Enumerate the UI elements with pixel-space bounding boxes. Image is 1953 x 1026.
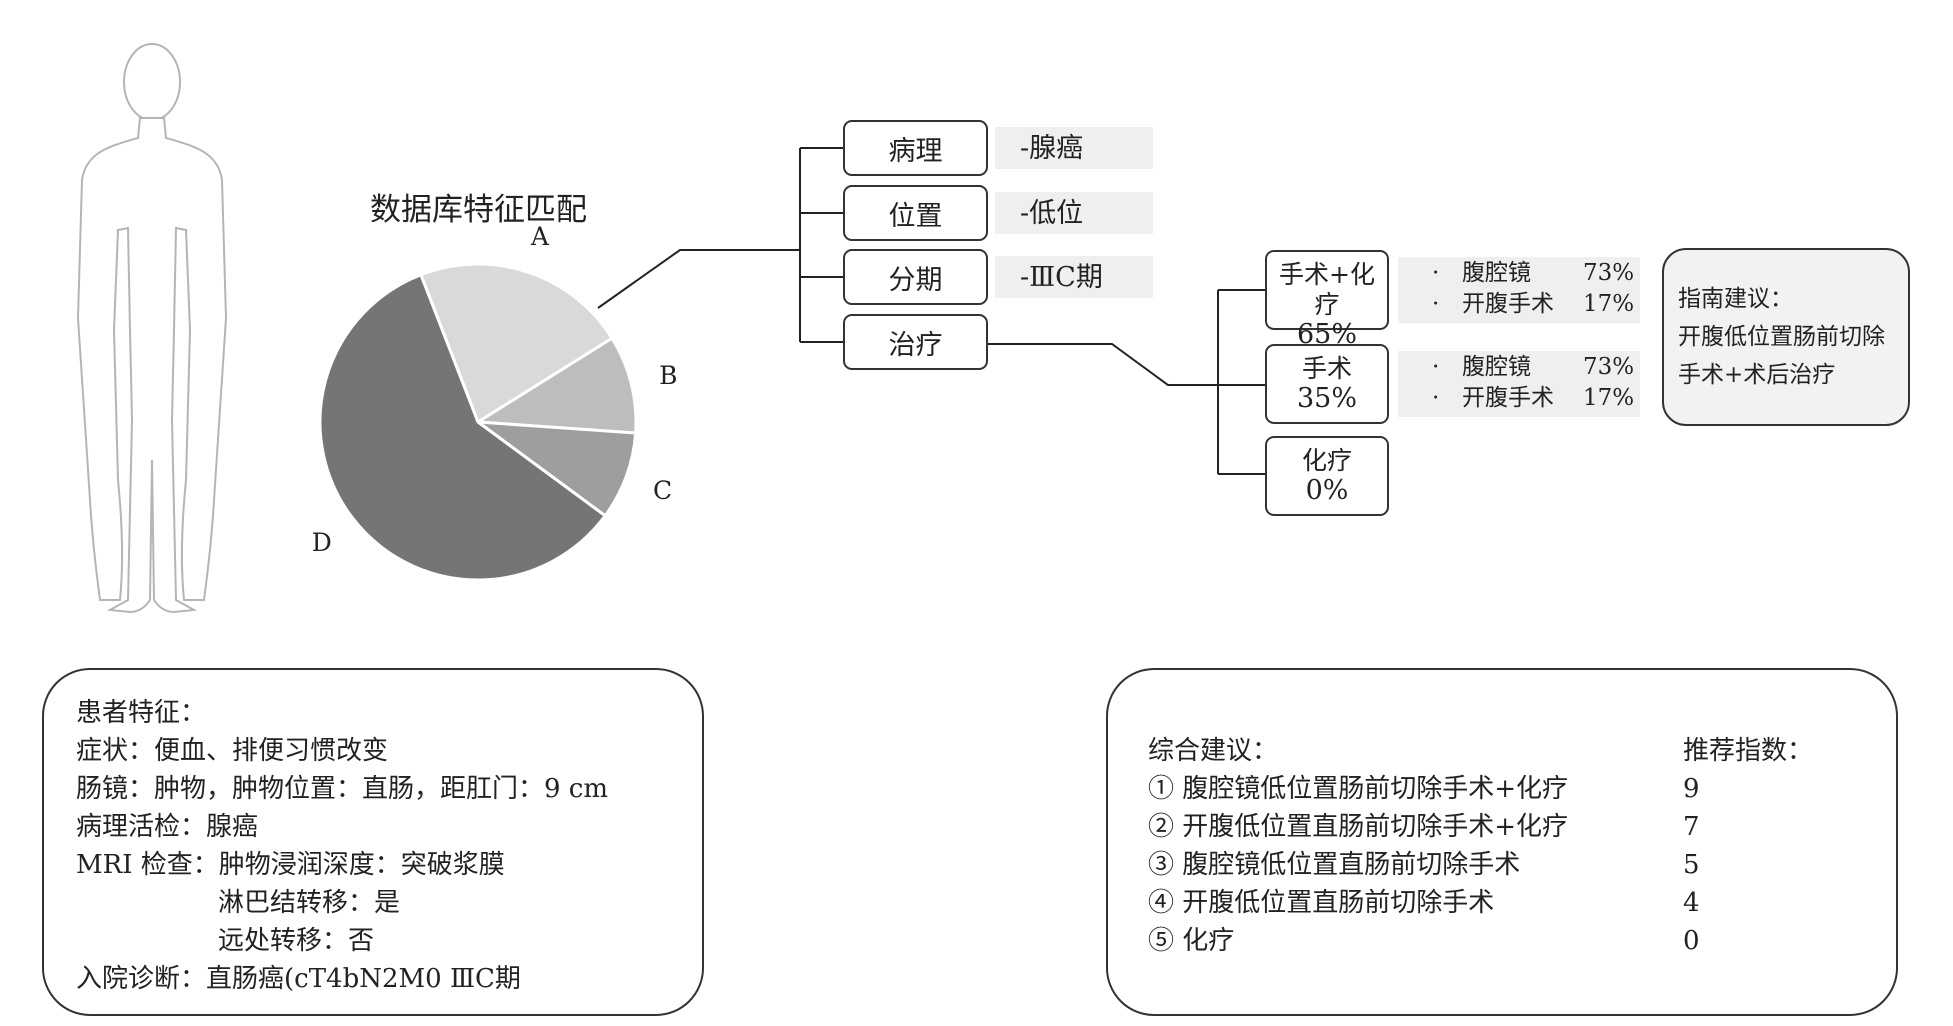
recommendation-title: 综合建议： bbox=[1148, 736, 1279, 766]
treatment-detail-bg-2 bbox=[1398, 351, 1640, 417]
feature-box-3: 分期 bbox=[843, 249, 988, 305]
guideline-line-1: 开腹低位置肠前切除 bbox=[1678, 324, 1885, 350]
human-body-icon bbox=[76, 43, 228, 614]
patient-line-6: 淋巴结转移：是 bbox=[218, 888, 401, 918]
pie-slice-b bbox=[473, 336, 638, 435]
pie-slice-c bbox=[472, 420, 638, 518]
detail-percent: 73% bbox=[1583, 354, 1635, 380]
recommendation-item-3: ③ 腹腔镜低位置直肠前切除手术 bbox=[1148, 850, 1521, 880]
guideline-box: 指南建议： 开腹低位置肠前切除 手术+术后治疗 bbox=[1662, 248, 1910, 426]
feature-value-bg-2 bbox=[995, 192, 1153, 234]
pie-slice-a bbox=[418, 262, 615, 425]
bullet-icon: · bbox=[1432, 260, 1440, 286]
pie-label-a: A bbox=[530, 222, 549, 252]
patient-line-5: MRI 检查：肿物浸润深度：突破浆膜 bbox=[76, 850, 505, 880]
feature-value-2: -低位 bbox=[1020, 198, 1084, 229]
recommendation-score-5: 0 bbox=[1683, 926, 1700, 956]
detail-percent: 73% bbox=[1583, 260, 1635, 286]
treatment-percent: 0% bbox=[1305, 475, 1349, 506]
treatment-percent: 35% bbox=[1296, 383, 1357, 414]
feature-value-bg-3 bbox=[995, 256, 1153, 298]
recommendation-item-2: ② 开腹低位置直肠前切除手术+化疗 bbox=[1148, 812, 1569, 842]
feature-value-bg-1 bbox=[995, 127, 1153, 169]
recommendation-item-5: ⑤ 化疗 bbox=[1148, 926, 1235, 956]
chart-title: 数据库特征匹配 bbox=[370, 192, 587, 228]
detail-name: 腹腔镜 bbox=[1462, 260, 1531, 286]
feature-value-3: -ⅢC期 bbox=[1020, 262, 1103, 293]
treatment-detail-bg-1 bbox=[1398, 257, 1640, 323]
feature-box-2: 位置 bbox=[843, 185, 988, 241]
patient-line-8: 入院诊断：直肠癌(cT4bN2M0 ⅢC期 bbox=[76, 964, 521, 994]
treatment-name: 化疗 bbox=[1301, 446, 1352, 475]
detail-name: 腹腔镜 bbox=[1462, 354, 1531, 380]
bullet-icon: · bbox=[1432, 385, 1440, 411]
recommendation-score-1: 9 bbox=[1683, 774, 1700, 804]
recommendation-item-1: ① 腹腔镜低位置肠前切除手术+化疗 bbox=[1148, 774, 1569, 804]
patient-line-1: 患者特征： bbox=[76, 698, 207, 728]
detail-percent: 17% bbox=[1583, 385, 1635, 411]
recommendation-score-4: 4 bbox=[1683, 888, 1700, 918]
bullet-icon: · bbox=[1432, 291, 1440, 317]
patient-line-3: 肠镜：肿物，肿物位置：直肠，距肛门：9 cm bbox=[76, 774, 609, 804]
treatment-name: 手术 bbox=[1301, 354, 1352, 383]
bullet-icon: · bbox=[1432, 354, 1440, 380]
detail-name: 开腹手术 bbox=[1462, 385, 1554, 411]
recommendation-panel bbox=[1106, 668, 1898, 1016]
guideline-line-2: 手术+术后治疗 bbox=[1678, 362, 1836, 388]
patient-line-7: 远处转移：否 bbox=[218, 926, 375, 956]
recommendation-item-4: ④ 开腹低位置直肠前切除手术 bbox=[1148, 888, 1495, 918]
feature-value-1: -腺癌 bbox=[1020, 133, 1084, 164]
guideline-title: 指南建议： bbox=[1678, 286, 1793, 312]
recommendation-score-3: 5 bbox=[1683, 850, 1700, 880]
pie-slice-d bbox=[318, 272, 608, 582]
recommendation-score-2: 7 bbox=[1683, 812, 1700, 842]
patient-line-4: 病理活检：腺癌 bbox=[76, 812, 259, 842]
patient-line-2: 症状：便血、排便习惯改变 bbox=[76, 736, 389, 766]
feature-box-1: 病理 bbox=[843, 120, 988, 176]
pie-label-d: D bbox=[311, 528, 332, 558]
pie-label-b: B bbox=[659, 360, 678, 390]
detail-percent: 17% bbox=[1583, 291, 1635, 317]
treatment-name: 手术+化疗 bbox=[1279, 260, 1375, 319]
pie-label-c: C bbox=[652, 475, 673, 505]
feature-box-4: 治疗 bbox=[843, 314, 988, 370]
score-header: 推荐指数： bbox=[1683, 736, 1814, 766]
detail-name: 开腹手术 bbox=[1462, 291, 1554, 317]
patient-panel bbox=[42, 668, 704, 1016]
